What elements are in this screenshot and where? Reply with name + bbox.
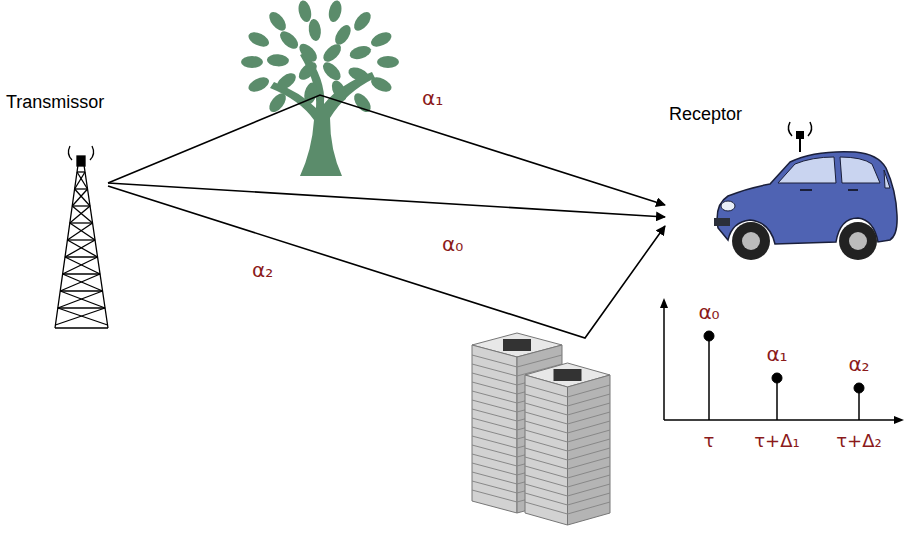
tap-gain-label: α₁	[766, 342, 787, 366]
delay-profile-plot	[660, 298, 904, 424]
tap-gain-label: α₀	[698, 300, 719, 324]
delay-tick-label: τ	[704, 430, 715, 451]
receiver-node: Receptor	[665, 104, 899, 264]
tree-leaves	[241, 0, 399, 115]
node-label: Transmissor	[6, 92, 104, 113]
building-drawing	[472, 333, 610, 525]
path-gain-label: α₁	[420, 86, 445, 110]
path-gain-label: α₀	[440, 232, 465, 256]
transmitter-tower	[55, 146, 108, 328]
node-label: Receptor	[669, 104, 742, 125]
car-drawing	[714, 122, 897, 260]
tree-drawing	[270, 52, 375, 176]
tap-gain-label: α₂	[848, 352, 869, 376]
delay-tick-label: τ+Δ₂	[836, 430, 881, 451]
transmitter-node: Transmissor	[4, 92, 108, 332]
delay-tick-label: τ+Δ₁	[754, 430, 799, 451]
path-gain-label: α₂	[250, 258, 275, 282]
signal-path-arrow	[108, 186, 665, 338]
